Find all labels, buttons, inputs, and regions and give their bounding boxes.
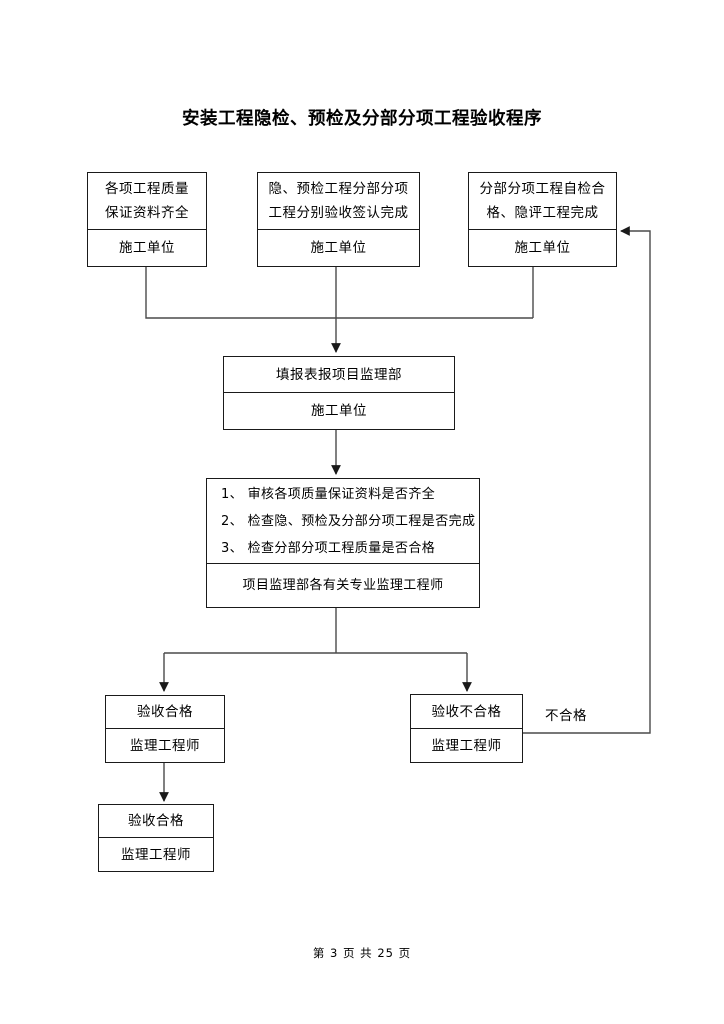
node-rejected-actor-cell: 监理工程师 (411, 728, 522, 762)
node-review-item-1: 1、 审核各项质量保证资料是否齐全 (221, 486, 436, 502)
node-rejected-line-1: 验收不合格 (431, 703, 502, 720)
node-submit-report-actor: 施工单位 (311, 403, 367, 419)
node-quality-docs-actor: 施工单位 (119, 240, 175, 256)
node-quality-docs-line-1: 各项工程质量 (105, 181, 189, 197)
node-review-body: 1、 审核各项质量保证资料是否齐全 2、 检查隐、预检及分部分项工程是否完成 3… (207, 479, 479, 563)
node-accepted-line-1: 验收合格 (137, 704, 193, 720)
node-review-actor-cell: 项目监理部各有关专业监理工程师 (207, 563, 479, 607)
node-self-inspection-line-2: 格、隐评工程完成 (486, 205, 599, 221)
node-final-accepted[interactable]: 验收合格 监理工程师 (98, 804, 214, 872)
node-final-accepted-line-1: 验收合格 (128, 813, 184, 829)
node-quality-docs-actor-cell: 施工单位 (88, 229, 206, 266)
node-accepted-actor: 监理工程师 (130, 737, 200, 754)
edge-label-unqualified: 不合格 (545, 708, 587, 724)
node-concealed-precheck[interactable]: 隐、预检工程分部分项 工程分别验收签认完成 施工单位 (257, 172, 420, 267)
node-final-accepted-actor: 监理工程师 (121, 846, 191, 863)
node-rejected[interactable]: 验收不合格 监理工程师 (410, 694, 523, 763)
node-self-inspection-line-1: 分部分项工程自检合 (479, 181, 606, 197)
node-review-item-2: 2、 检查隐、预检及分部分项工程是否完成 (221, 513, 476, 529)
node-self-inspection-body: 分部分项工程自检合 格、隐评工程完成 (469, 173, 616, 229)
connector-box1-to-merge (145, 267, 533, 319)
node-concealed-precheck-line-1: 隐、预检工程分部分项 (268, 181, 409, 197)
node-submit-report-body: 填报表报项目监理部 (224, 357, 454, 392)
node-accepted[interactable]: 验收合格 监理工程师 (105, 695, 225, 763)
node-quality-docs-body: 各项工程质量 保证资料齐全 (88, 173, 206, 229)
node-rejected-body: 验收不合格 (411, 695, 522, 728)
node-concealed-precheck-line-2: 工程分别验收签认完成 (268, 205, 409, 221)
node-self-inspection-actor-cell: 施工单位 (469, 229, 616, 266)
node-accepted-body: 验收合格 (106, 696, 224, 728)
node-review[interactable]: 1、 审核各项质量保证资料是否齐全 2、 检查隐、预检及分部分项工程是否完成 3… (206, 478, 480, 608)
node-accepted-actor-cell: 监理工程师 (106, 728, 224, 762)
node-concealed-precheck-body: 隐、预检工程分部分项 工程分别验收签认完成 (258, 173, 419, 229)
node-rejected-actor: 监理工程师 (431, 737, 502, 754)
page-footer: 第 3 页 共 25 页 (312, 946, 412, 960)
node-quality-docs-line-2: 保证资料齐全 (105, 205, 189, 221)
node-final-accepted-actor-cell: 监理工程师 (99, 837, 213, 871)
page-title: 安装工程隐检、预检及分部分项工程验收程序 (182, 109, 542, 129)
connector-rejected-feedback-loop (523, 226, 651, 734)
node-self-inspection[interactable]: 分部分项工程自检合 格、隐评工程完成 施工单位 (468, 172, 617, 267)
node-submit-report-line-1: 填报表报项目监理部 (276, 366, 402, 383)
node-review-item-3: 3、 检查分部分项工程质量是否合格 (221, 540, 436, 556)
node-final-accepted-body: 验收合格 (99, 805, 213, 837)
node-concealed-precheck-actor-cell: 施工单位 (258, 229, 419, 266)
node-submit-report[interactable]: 填报表报项目监理部 施工单位 (223, 356, 455, 430)
node-review-actor: 项目监理部各有关专业监理工程师 (242, 578, 444, 593)
node-self-inspection-actor: 施工单位 (514, 240, 571, 256)
node-submit-report-actor-cell: 施工单位 (224, 392, 454, 429)
node-concealed-precheck-actor: 施工单位 (310, 240, 367, 256)
node-quality-docs[interactable]: 各项工程质量 保证资料齐全 施工单位 (87, 172, 207, 267)
